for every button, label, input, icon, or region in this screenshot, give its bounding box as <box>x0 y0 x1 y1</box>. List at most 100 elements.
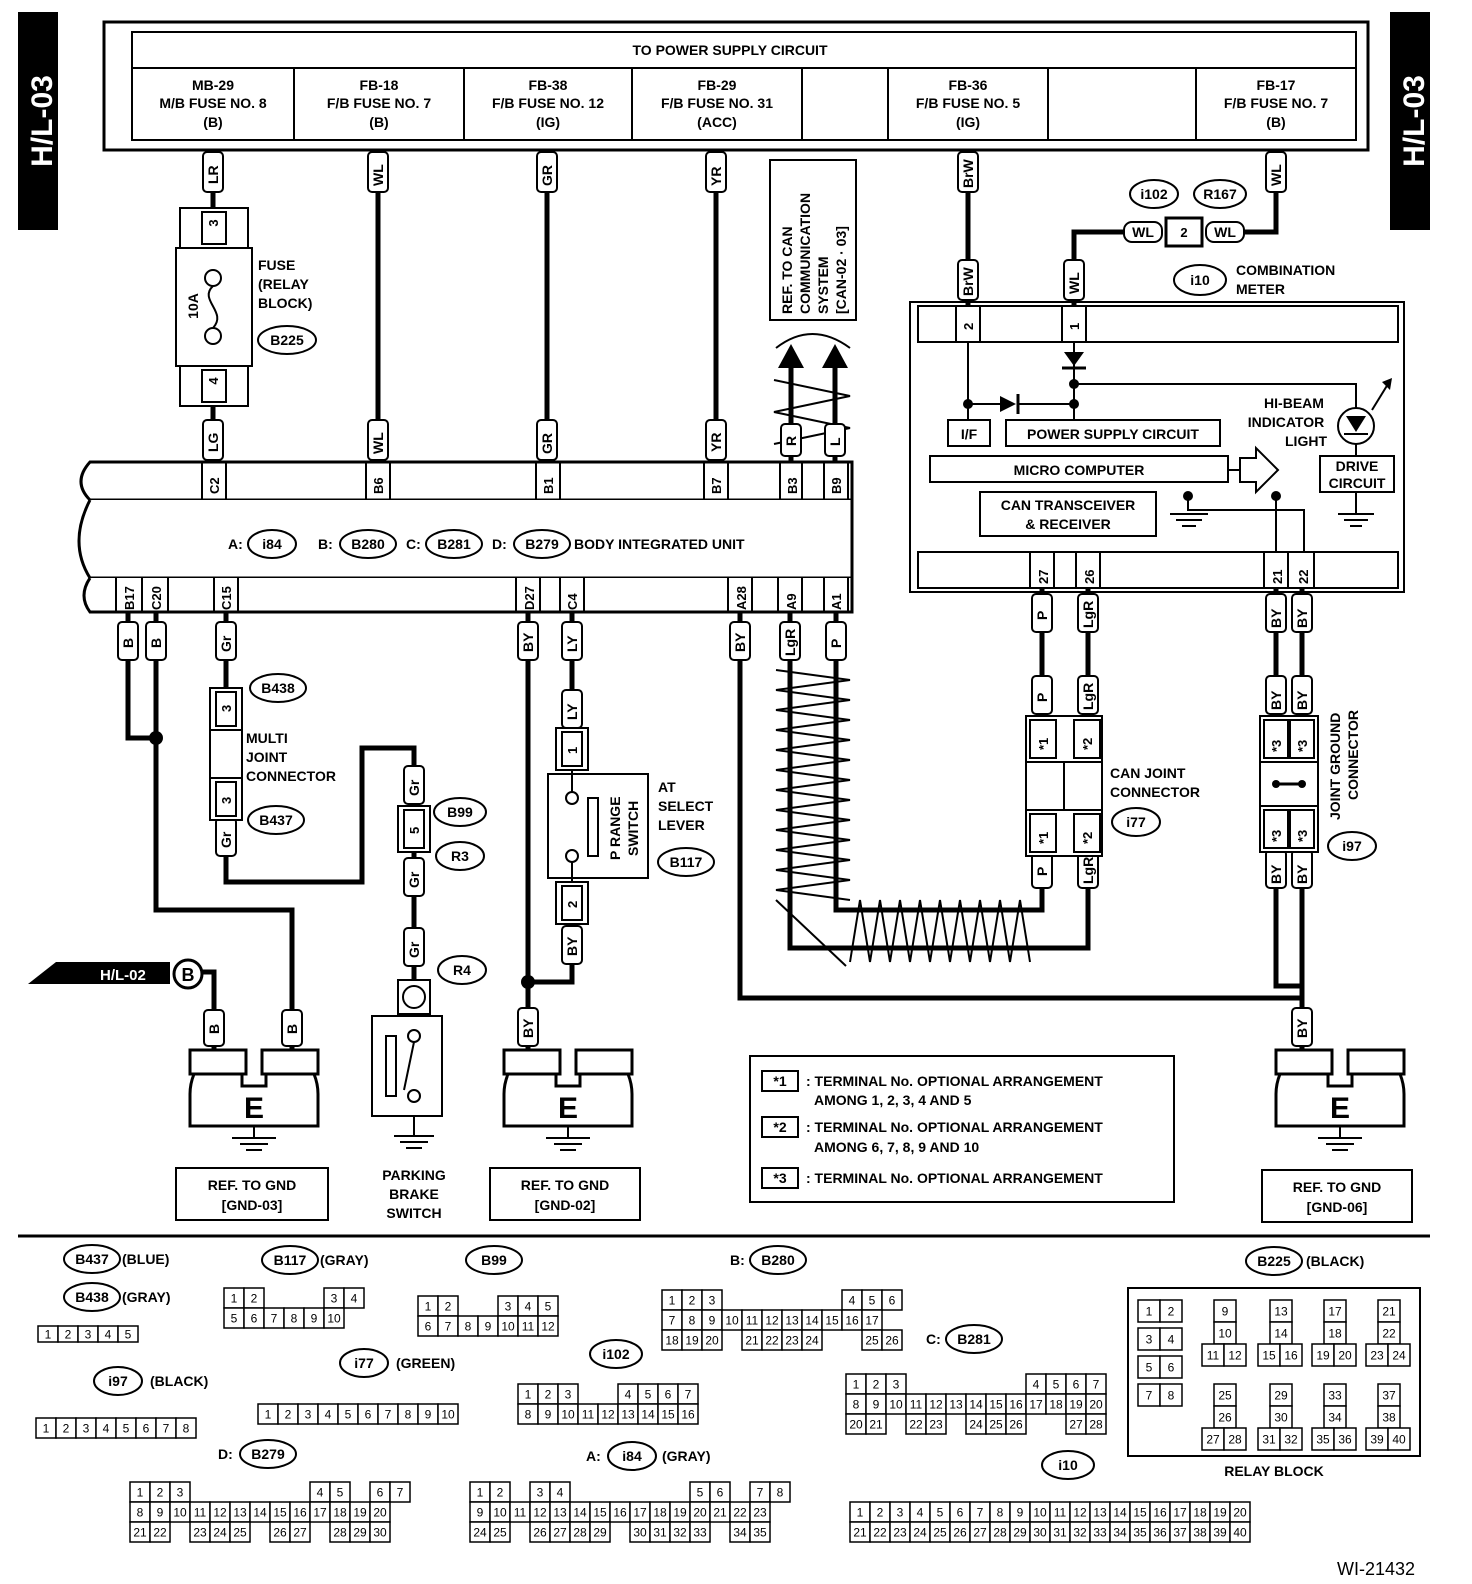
svg-text:5: 5 <box>697 1486 704 1500</box>
fuse-label-1: FUSE <box>258 257 295 273</box>
svg-text:7: 7 <box>271 1312 278 1326</box>
svg-text:B:: B: <box>730 1252 745 1268</box>
at-label-3: LEVER <box>658 817 705 833</box>
svg-text:WL: WL <box>370 164 386 186</box>
svg-text:Gr: Gr <box>406 871 422 888</box>
fuse-fb29-id: FB-29 <box>698 77 737 93</box>
svg-text:4: 4 <box>1168 1333 1175 1347</box>
ground-e-2: E <box>558 1092 578 1125</box>
svg-text:B438: B438 <box>75 1289 109 1305</box>
note3-line1: : TERMINAL No. OPTIONAL ARRANGEMENT <box>806 1170 1103 1186</box>
svg-text:B279: B279 <box>525 536 559 552</box>
svg-text:19: 19 <box>1316 1349 1330 1363</box>
svg-text:6: 6 <box>1073 1378 1080 1392</box>
svg-text:28: 28 <box>333 1526 347 1540</box>
svg-text:LgR: LgR <box>1080 857 1096 884</box>
svg-text:8: 8 <box>997 1506 1004 1520</box>
svg-text:13: 13 <box>949 1398 963 1412</box>
gnd03-ref: REF. TO GND <box>208 1177 296 1193</box>
svg-text:1: 1 <box>137 1486 144 1500</box>
svg-text:B280: B280 <box>761 1252 795 1268</box>
svg-text:LgR: LgR <box>1080 683 1096 710</box>
svg-text:26: 26 <box>1218 1411 1232 1425</box>
meter-if: I/F <box>961 426 978 442</box>
svg-text:4: 4 <box>525 1300 532 1314</box>
svg-text:14: 14 <box>641 1408 655 1422</box>
fuse-fb17-type: (B) <box>1266 114 1285 130</box>
connector-b99: B99 <box>447 804 473 820</box>
svg-text:2: 2 <box>689 1294 696 1308</box>
svg-text:24: 24 <box>969 1418 983 1432</box>
svg-text:8: 8 <box>1168 1389 1175 1403</box>
svg-text:B117: B117 <box>274 1252 307 1268</box>
svg-text:7: 7 <box>445 1320 452 1334</box>
svg-text:BY: BY <box>520 632 536 652</box>
svg-text:11: 11 <box>514 1506 527 1520</box>
svg-text:23: 23 <box>753 1506 767 1520</box>
svg-text:C:: C: <box>406 536 421 552</box>
svg-text:2: 2 <box>251 1292 258 1306</box>
svg-text:27: 27 <box>1069 1418 1083 1432</box>
svg-text:3: 3 <box>305 1408 312 1422</box>
svg-text:GR: GR <box>539 433 555 454</box>
svg-text:16: 16 <box>613 1506 627 1520</box>
gnd06-ref: REF. TO GND <box>1293 1179 1381 1195</box>
svg-text:B280: B280 <box>351 536 385 552</box>
ground-e-1: E <box>244 1092 264 1125</box>
svg-text:24: 24 <box>1392 1349 1406 1363</box>
svg-text:WL: WL <box>1132 224 1154 240</box>
combination-meter <box>909 301 1405 593</box>
svg-text:9: 9 <box>425 1408 432 1422</box>
connector-r4: R4 <box>453 962 471 978</box>
svg-text:1: 1 <box>425 1300 432 1314</box>
svg-text:5: 5 <box>937 1506 944 1520</box>
svg-text:28: 28 <box>573 1526 587 1540</box>
svg-text:i102: i102 <box>1140 186 1167 202</box>
svg-text:17: 17 <box>313 1506 327 1520</box>
svg-text:12: 12 <box>541 1320 555 1334</box>
svg-text:i84: i84 <box>262 536 282 552</box>
meter-power-supply: POWER SUPPLY CIRCUIT <box>1027 426 1199 442</box>
svg-text:B225: B225 <box>1257 1253 1291 1269</box>
svg-text:9: 9 <box>1017 1506 1024 1520</box>
svg-text:18: 18 <box>1193 1506 1207 1520</box>
svg-text:Gr: Gr <box>406 779 422 796</box>
svg-text:8: 8 <box>137 1506 144 1520</box>
gnd06-code: [GND-06] <box>1307 1199 1368 1215</box>
svg-text:7: 7 <box>977 1506 984 1520</box>
left-tab-label: H/L-03 <box>26 75 59 167</box>
svg-text:34: 34 <box>1113 1526 1127 1540</box>
svg-text:2: 2 <box>1168 1305 1175 1319</box>
svg-text:5: 5 <box>545 1300 552 1314</box>
svg-text:9: 9 <box>485 1320 492 1334</box>
svg-text:14: 14 <box>253 1506 267 1520</box>
svg-text:29: 29 <box>353 1526 367 1540</box>
svg-text:C:: C: <box>926 1331 941 1347</box>
svg-text:4: 4 <box>625 1388 632 1402</box>
fuse-fb18-id: FB-18 <box>360 77 399 93</box>
svg-text:19: 19 <box>685 1334 699 1348</box>
svg-text:24: 24 <box>913 1526 927 1540</box>
meter-can-transceiver: CAN TRANSCEIVER <box>1001 497 1136 513</box>
svg-text:11: 11 <box>910 1398 923 1412</box>
svg-text:5: 5 <box>1146 1361 1153 1375</box>
svg-text:23: 23 <box>785 1334 799 1348</box>
svg-text:11: 11 <box>1054 1506 1067 1520</box>
svg-text:17: 17 <box>1029 1398 1043 1412</box>
svg-text:B: B <box>148 638 164 648</box>
biu-label: BODY INTEGRATED UNIT <box>574 536 745 552</box>
parking-brake-label-3: SWITCH <box>386 1205 441 1221</box>
svg-text:C20: C20 <box>149 586 164 610</box>
svg-text:2: 2 <box>873 1378 880 1392</box>
svg-text:36: 36 <box>1153 1526 1167 1540</box>
svg-text:21: 21 <box>133 1526 147 1540</box>
svg-text:4: 4 <box>325 1408 332 1422</box>
svg-text:BY: BY <box>1294 690 1310 710</box>
svg-text:*1: *1 <box>1036 738 1051 750</box>
svg-text:4: 4 <box>557 1486 564 1500</box>
svg-text:2: 2 <box>157 1486 164 1500</box>
svg-text:21: 21 <box>869 1418 883 1432</box>
svg-text:15: 15 <box>661 1408 675 1422</box>
svg-text:8: 8 <box>689 1314 696 1328</box>
svg-text:2: 2 <box>565 901 580 908</box>
